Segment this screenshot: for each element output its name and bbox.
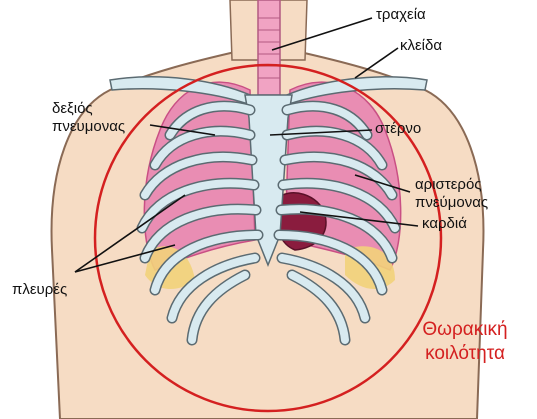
label-clavicle: κλείδα: [400, 37, 442, 55]
label-trachea: τραχεία: [376, 6, 426, 24]
label-left-lung-line2: πνεύμονας: [415, 194, 488, 212]
label-right-lung-line1: δεξιός: [52, 100, 125, 118]
label-ribs: πλευρές: [12, 281, 67, 299]
diagram-title: Θωρακική κοιλότητα: [390, 318, 537, 366]
label-left-lung: αριστερός πνεύμονας: [415, 176, 488, 212]
label-right-lung-line2: πνευμονας: [52, 118, 125, 136]
title-line1: Θωρακική: [390, 318, 537, 342]
label-right-lung: δεξιός πνευμονας: [52, 100, 125, 136]
label-heart: καρδιά: [422, 215, 467, 233]
title-line2: κοιλότητα: [390, 342, 537, 366]
label-left-lung-line1: αριστερός: [415, 176, 488, 194]
trachea-shape: [258, 0, 280, 95]
label-sternum: στέρνο: [375, 120, 421, 138]
